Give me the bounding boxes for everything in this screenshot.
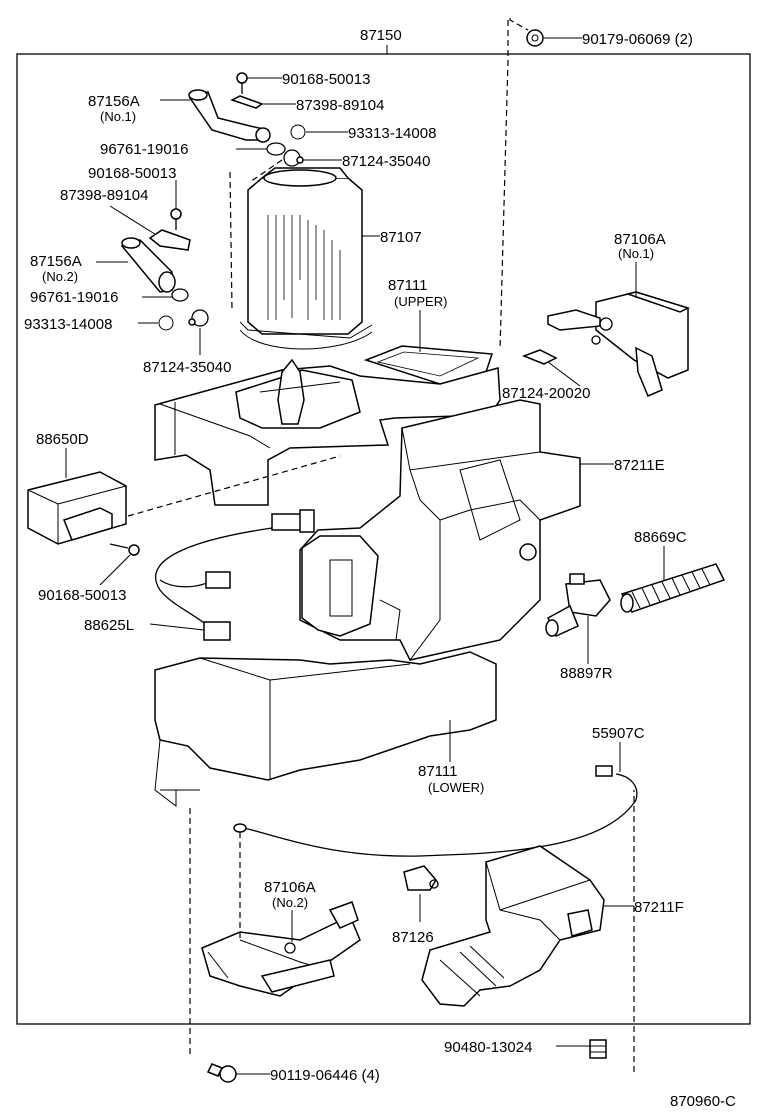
label-90168-50013-mid: 90168-50013 (88, 165, 176, 182)
o-ring-96761-top-icon (266, 142, 286, 156)
label-93313-14008-mid: 93313-14008 (24, 316, 112, 333)
label-90480-13024: 90480-13024 (444, 1039, 532, 1056)
duct-87211f-icon (421, 845, 605, 1007)
label-87124-20020: 87124-20020 (502, 385, 590, 402)
wire-harness-88625l-icon (154, 509, 315, 641)
servo-87106a-no1-icon (547, 291, 691, 397)
label-87106A-no2-sub: (No.2) (272, 895, 308, 910)
actuator-87126-icon (403, 865, 439, 891)
label-96761-19016-mid: 96761-19016 (30, 289, 118, 306)
label-96761-19016-top: 96761-19016 (100, 141, 188, 158)
upper-plate-87111-icon (363, 345, 494, 385)
label-87111-upper-sub: (UPPER) (394, 294, 447, 309)
label-87156A-no2-sub: (No.2) (42, 269, 78, 284)
screw-90179-icon (526, 29, 544, 47)
s-mark-top-icon (290, 124, 306, 140)
label-87111-lower: 87111 (418, 763, 458, 780)
bolt-90119-icon (206, 1063, 237, 1083)
pipe-87156a-no1-icon (188, 89, 271, 143)
label-87106A-no1: 87106A (614, 231, 666, 248)
clip-87124-20020-icon (521, 349, 558, 365)
label-93313-14008-top: 93313-14008 (348, 125, 436, 142)
amplifier-88650d-icon (27, 471, 127, 545)
label-88650D: 88650D (36, 431, 89, 448)
label-87126: 87126 (392, 929, 434, 946)
screw-90168-top-icon (236, 72, 248, 94)
label-87111-lower-sub: (LOWER) (428, 780, 484, 795)
screw-90168-low-icon (109, 543, 140, 556)
cable-55907c-icon (233, 765, 638, 857)
label-87398-89104-top: 87398-89104 (296, 97, 384, 114)
o-ring-96761-mid-icon (171, 288, 189, 302)
hose-88669c-icon (620, 563, 726, 613)
label-87106A-no1-sub: (No.1) (618, 246, 654, 261)
lower-case-housing (154, 651, 497, 781)
label-90119-06446: 90119-06446 (4) (270, 1067, 380, 1084)
grommet-90480-icon (589, 1039, 607, 1059)
label-87107: 87107 (380, 229, 422, 246)
label-90179-06069: 90179-06069 (2) (582, 31, 693, 48)
label-87111-upper: 87111 (388, 277, 428, 294)
assembly-frame (16, 53, 751, 1025)
bracket-87398-top-icon (230, 95, 264, 109)
label-90168-50013-top: 90168-50013 (282, 71, 370, 88)
clamp-87124-top-icon (283, 149, 304, 167)
s-mark-mid-icon (158, 315, 174, 331)
duct-87211e-icon (299, 399, 581, 661)
label-87150: 87150 (360, 27, 402, 44)
label-87156A-no1-sub: (No.1) (100, 109, 136, 124)
bracket-87398-mid-icon (148, 229, 191, 251)
label-87398-89104-mid: 87398-89104 (60, 187, 148, 204)
label-88625L: 88625L (84, 617, 134, 634)
figure-code: 870960-C (670, 1093, 736, 1110)
valve-88897r-icon (545, 573, 611, 637)
clamp-87124-mid-icon (188, 309, 209, 327)
pipe-87156a-no2-icon (120, 237, 176, 293)
label-87156A-no1: 87156A (88, 93, 140, 110)
screw-90168-mid-icon (170, 208, 182, 230)
label-87211E: 87211E (614, 457, 665, 474)
heater-core-icon (239, 167, 373, 350)
label-87211F: 87211F (634, 899, 684, 916)
label-90168-50013-low: 90168-50013 (38, 587, 126, 604)
label-87124-35040-top: 87124-35040 (342, 153, 430, 170)
label-87106A-no2: 87106A (264, 879, 316, 896)
label-55907C: 55907C (592, 725, 645, 742)
label-88897R: 88897R (560, 665, 613, 682)
label-88669C: 88669C (634, 529, 687, 546)
servo-87106a-no2-icon (201, 901, 361, 997)
label-87156A-no2: 87156A (30, 253, 82, 270)
label-87124-35040-mid: 87124-35040 (143, 359, 231, 376)
